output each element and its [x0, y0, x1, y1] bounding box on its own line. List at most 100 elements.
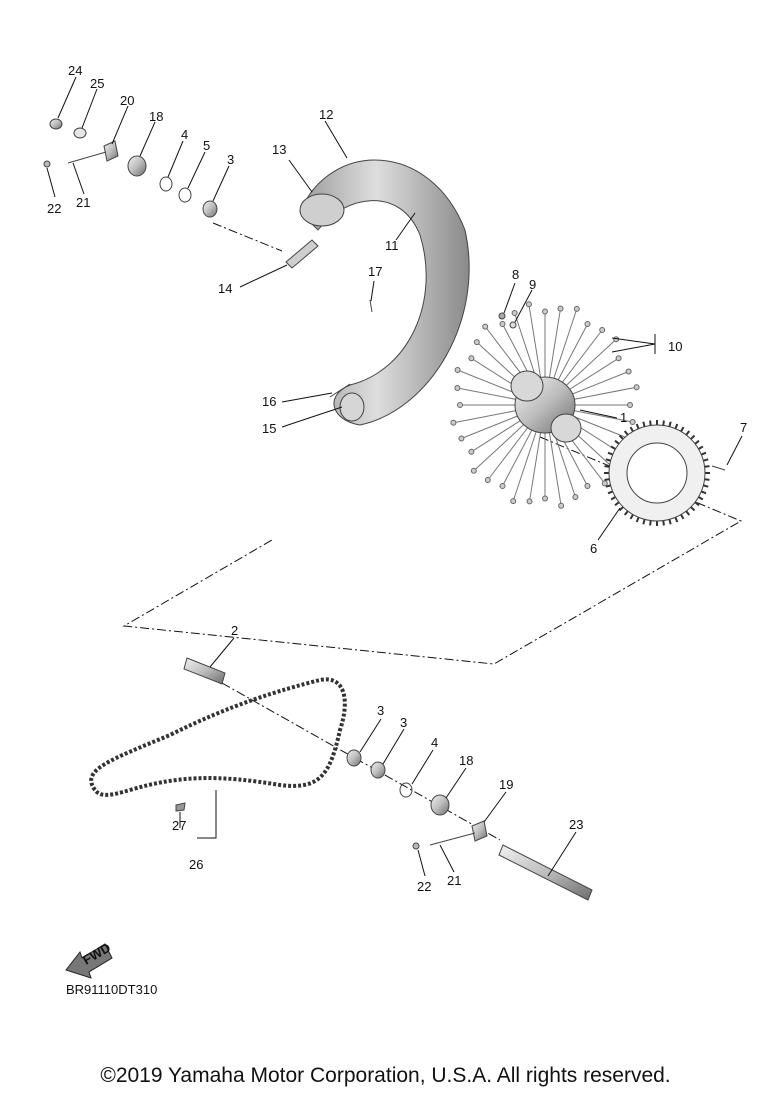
callout-18-lower: 18 [459, 753, 473, 768]
callout-3-lower-1: 3 [377, 703, 384, 718]
callout-2: 2 [231, 623, 238, 638]
sprocket-tooth [690, 506, 696, 512]
spoke-nipple [457, 402, 463, 408]
callout-10: 10 [668, 339, 682, 354]
sprocket-tooth [614, 501, 620, 507]
spoke-nipple [525, 301, 532, 308]
sprocket-tooth [607, 451, 614, 456]
upper-left-hardware [43, 118, 218, 218]
part-20-chain-puller [103, 140, 119, 162]
sprocket-assembly [604, 420, 726, 526]
part-19-chain-puller [471, 820, 488, 842]
part-21-adjust-bolt-lower [429, 832, 476, 846]
callout-labels: 24 25 20 18 4 5 3 22 21 12 13 11 14 17 1… [47, 63, 747, 894]
sprocket-tooth [674, 423, 679, 430]
spoke-nipple [470, 467, 477, 474]
part-27-joint [175, 802, 186, 812]
callout-6: 6 [590, 541, 597, 556]
wheel-hub-assembly [450, 301, 640, 509]
spoke-nipple [629, 419, 636, 425]
sprocket-tooth [642, 421, 646, 427]
sprocket-tooth [614, 439, 620, 445]
spoke-nipple [633, 384, 640, 391]
callout-19: 19 [499, 777, 513, 792]
spoke-nipple [468, 355, 475, 362]
callout-13: 13 [272, 142, 286, 157]
spoke-nipple [558, 502, 565, 509]
spoke-nipple [450, 419, 457, 426]
spoke-nipple [573, 305, 580, 312]
spoke-nipple [599, 327, 606, 333]
assembly-axis-lines [122, 222, 743, 841]
copyright-notice: ©2019 Yamaha Motor Corporation, U.S.A. A… [100, 1064, 671, 1087]
spoke-nipple [625, 368, 632, 375]
callout-1: 1 [620, 410, 627, 425]
part-5-clip [178, 187, 192, 203]
sprocket-tooth [618, 506, 624, 512]
sprocket-tooth [649, 420, 652, 426]
spoke-nipple [510, 498, 517, 505]
spoke-nipple [473, 339, 480, 346]
sprocket-tooth [680, 426, 685, 432]
part-8-bolt [498, 312, 506, 320]
sprocket-tooth [607, 490, 614, 495]
callout-26: 26 [189, 857, 203, 872]
spoke-nipple [499, 321, 506, 327]
callout-20: 20 [120, 93, 134, 108]
sprocket-tooth [704, 478, 710, 481]
part-4-collar [159, 176, 173, 192]
callout-4-lower: 4 [431, 735, 438, 750]
part-9-washer [509, 321, 517, 329]
spoke-nipple [542, 495, 548, 502]
callout-23: 23 [569, 817, 583, 832]
sprocket-tooth [629, 426, 634, 432]
part-18-collar-lower [430, 794, 450, 816]
part-15-tube-end [339, 392, 365, 422]
part-21-adjust-bolt [67, 151, 107, 164]
part-24-nut [49, 118, 63, 130]
part-3-bearing [202, 200, 218, 218]
sprocket-tooth [685, 430, 691, 436]
sprocket-tooth [703, 458, 709, 462]
callout-12: 12 [319, 107, 333, 122]
callout-3-lower-2: 3 [400, 715, 407, 730]
lower-axle-hardware [183, 657, 593, 901]
part-3-bearing-lower-2 [370, 761, 386, 779]
spoke-nipple [454, 367, 461, 373]
sprocket-tooth [649, 520, 652, 526]
part-3-bearing-lower-1 [346, 749, 362, 767]
drive-chain-assembly [89, 677, 347, 812]
spoke-nipple [499, 483, 506, 489]
hub-flange-left [510, 370, 544, 402]
callout-18: 18 [149, 109, 163, 124]
callout-21-lower: 21 [447, 873, 461, 888]
sprocket-tooth [698, 445, 704, 450]
spoke-nipple [627, 402, 633, 408]
leader-lines [46, 76, 743, 877]
hub-flange-right [550, 413, 582, 443]
part-17-valve-nut [369, 299, 373, 313]
callout-21: 21 [76, 195, 90, 210]
spoke-nipple [468, 448, 475, 455]
sprocket-tooth [618, 434, 624, 440]
sprocket-tooth [610, 445, 616, 450]
part-26-chain [89, 677, 347, 797]
spoke-nipple [557, 305, 564, 312]
sprocket-tooth [704, 465, 710, 468]
callout-7: 7 [740, 420, 747, 435]
spoke-nipple [458, 435, 465, 442]
callout-16: 16 [262, 394, 276, 409]
part-13-tube-end [299, 193, 345, 227]
fwd-arrow: FWD [65, 940, 113, 979]
sprocket-tooth [604, 478, 610, 481]
sprocket-tooth [668, 519, 672, 525]
sprocket-tooth [629, 514, 634, 520]
sprocket-tooth [623, 430, 629, 436]
callout-27: 27 [172, 818, 186, 833]
part-2-collar [183, 657, 226, 685]
sprocket-center [626, 442, 688, 504]
sprocket-tooth [605, 458, 611, 462]
sprocket-tooth [690, 434, 696, 440]
sprocket-tooth [698, 496, 704, 501]
sprocket-tooth [694, 501, 700, 507]
